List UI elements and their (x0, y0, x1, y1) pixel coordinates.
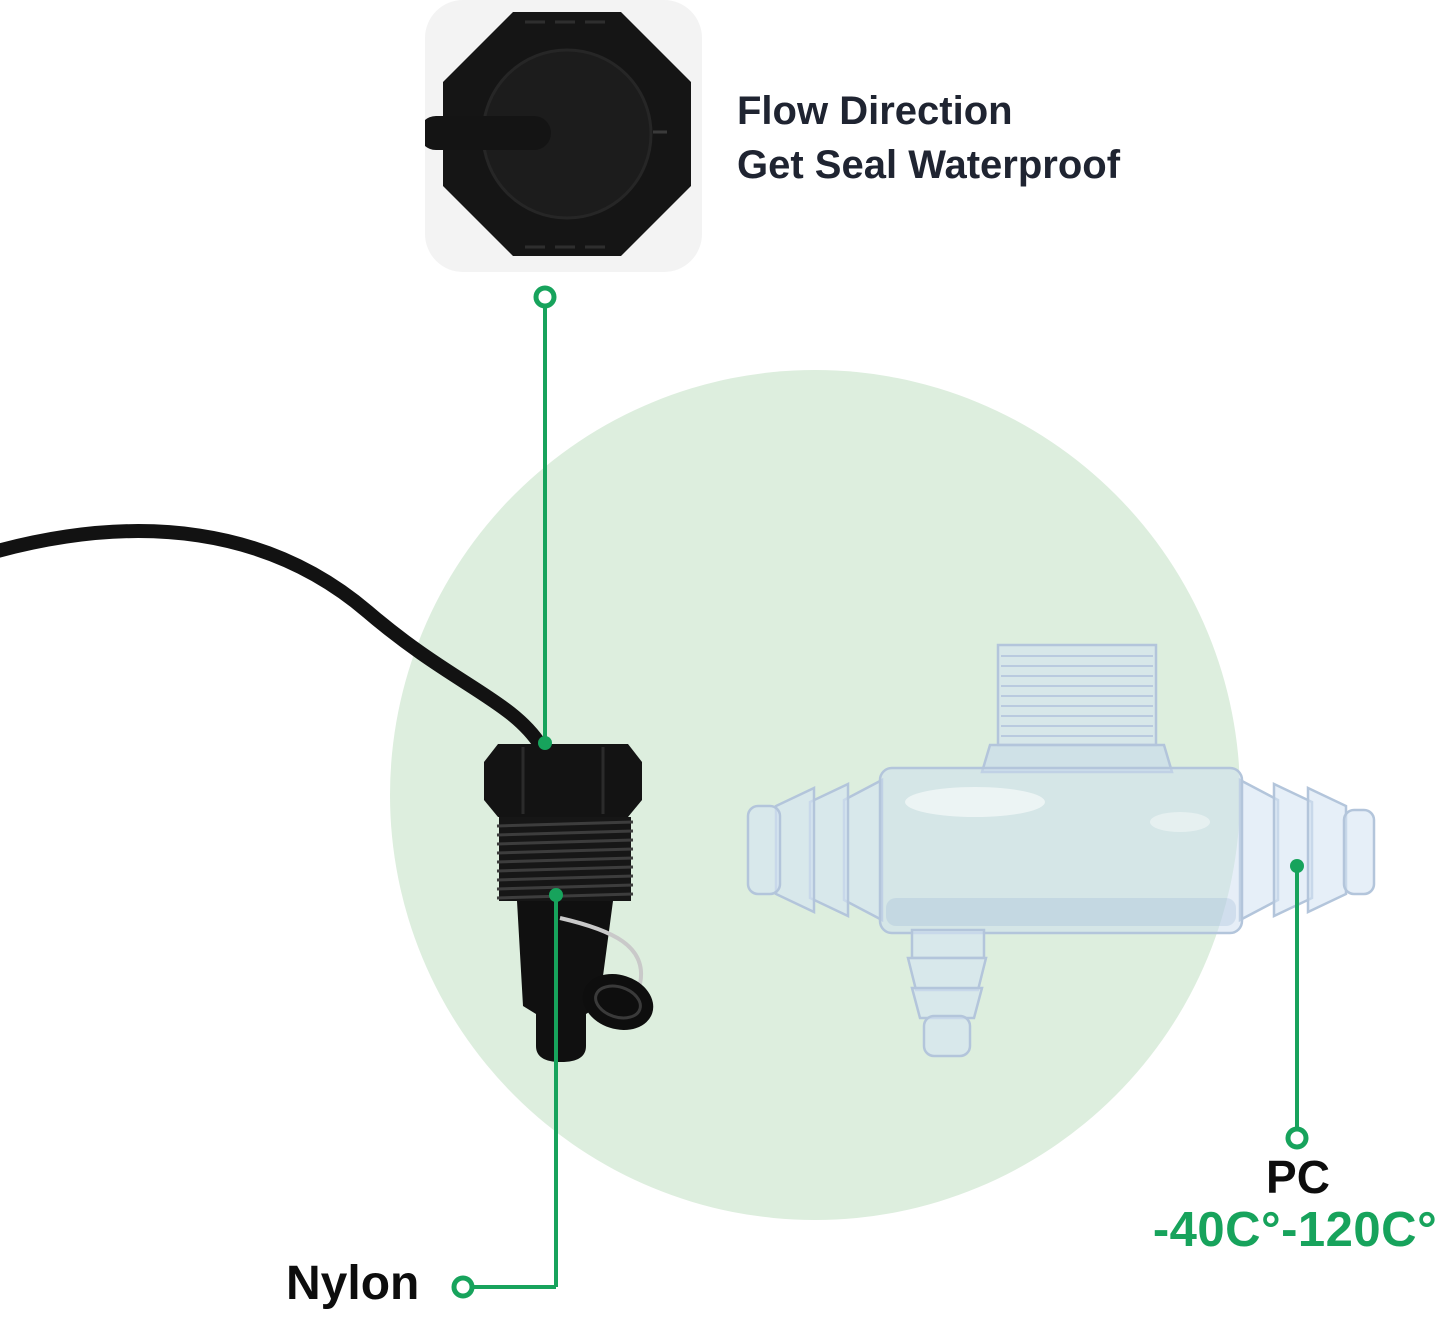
left-barb (746, 777, 884, 923)
fitting-body (878, 766, 1244, 935)
flow-sensor-probe (484, 744, 654, 1062)
flow-direction-line1: Flow Direction (737, 89, 1013, 133)
tee-fitting (746, 643, 1376, 1058)
protective-cap (582, 974, 654, 1030)
callout-ring-nylon (451, 1275, 475, 1299)
callout-ring-pc (1285, 1126, 1309, 1150)
callout-lines (451, 285, 1309, 1299)
inset-cable (425, 116, 551, 150)
temperature-range-label: -40C°-120C° (1152, 1203, 1438, 1257)
probe-tip (517, 901, 613, 1062)
cap-lanyard (559, 916, 644, 985)
sensor-top-view-icon (425, 12, 691, 256)
right-barb (1238, 777, 1376, 923)
callout-ring-flow (533, 285, 557, 309)
top-port (980, 643, 1174, 774)
pc-label: PC (1266, 1151, 1330, 1203)
sensor-cable (0, 524, 548, 753)
nylon-label: Nylon (286, 1257, 420, 1310)
bottom-barb (906, 928, 988, 1058)
inset-panel (425, 0, 702, 272)
flow-direction-label: Flow Direction Get Seal Waterproof (737, 84, 1120, 192)
flow-direction-line2: Get Seal Waterproof (737, 143, 1121, 187)
callout-dot-flow (538, 736, 552, 750)
hex-cap (484, 744, 642, 817)
